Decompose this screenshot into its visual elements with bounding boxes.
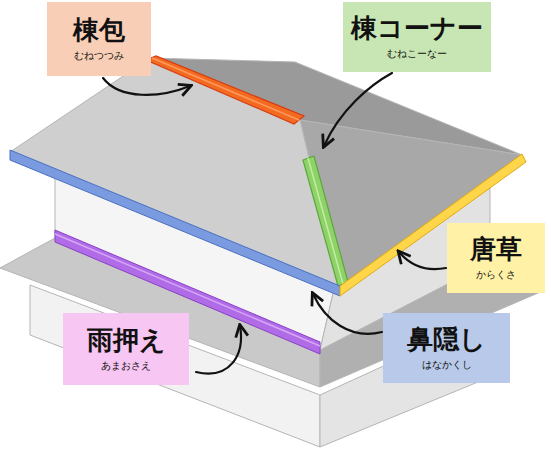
reading: むねこーなー <box>387 47 447 60</box>
part-name: 棟包 <box>73 16 125 46</box>
reading: あまおさえ <box>101 359 151 372</box>
reading: むねつつみ <box>74 49 124 62</box>
label-box: 棟コーナーむねこーなー <box>343 2 491 72</box>
label-box: 雨押えあまおさえ <box>63 313 189 385</box>
part-name: 鼻隠し <box>407 325 486 355</box>
part-name: 唐草 <box>470 235 522 265</box>
label-box: 棟包むねつつみ <box>47 2 151 76</box>
label-box: 鼻隠しはなかくし <box>383 313 510 383</box>
part-name: 棟コーナー <box>351 14 483 44</box>
reading: からくさ <box>476 268 516 281</box>
reading: はなかくし <box>422 358 472 371</box>
part-name: 雨押え <box>87 326 166 356</box>
label-box: 唐草からくさ <box>447 223 545 293</box>
